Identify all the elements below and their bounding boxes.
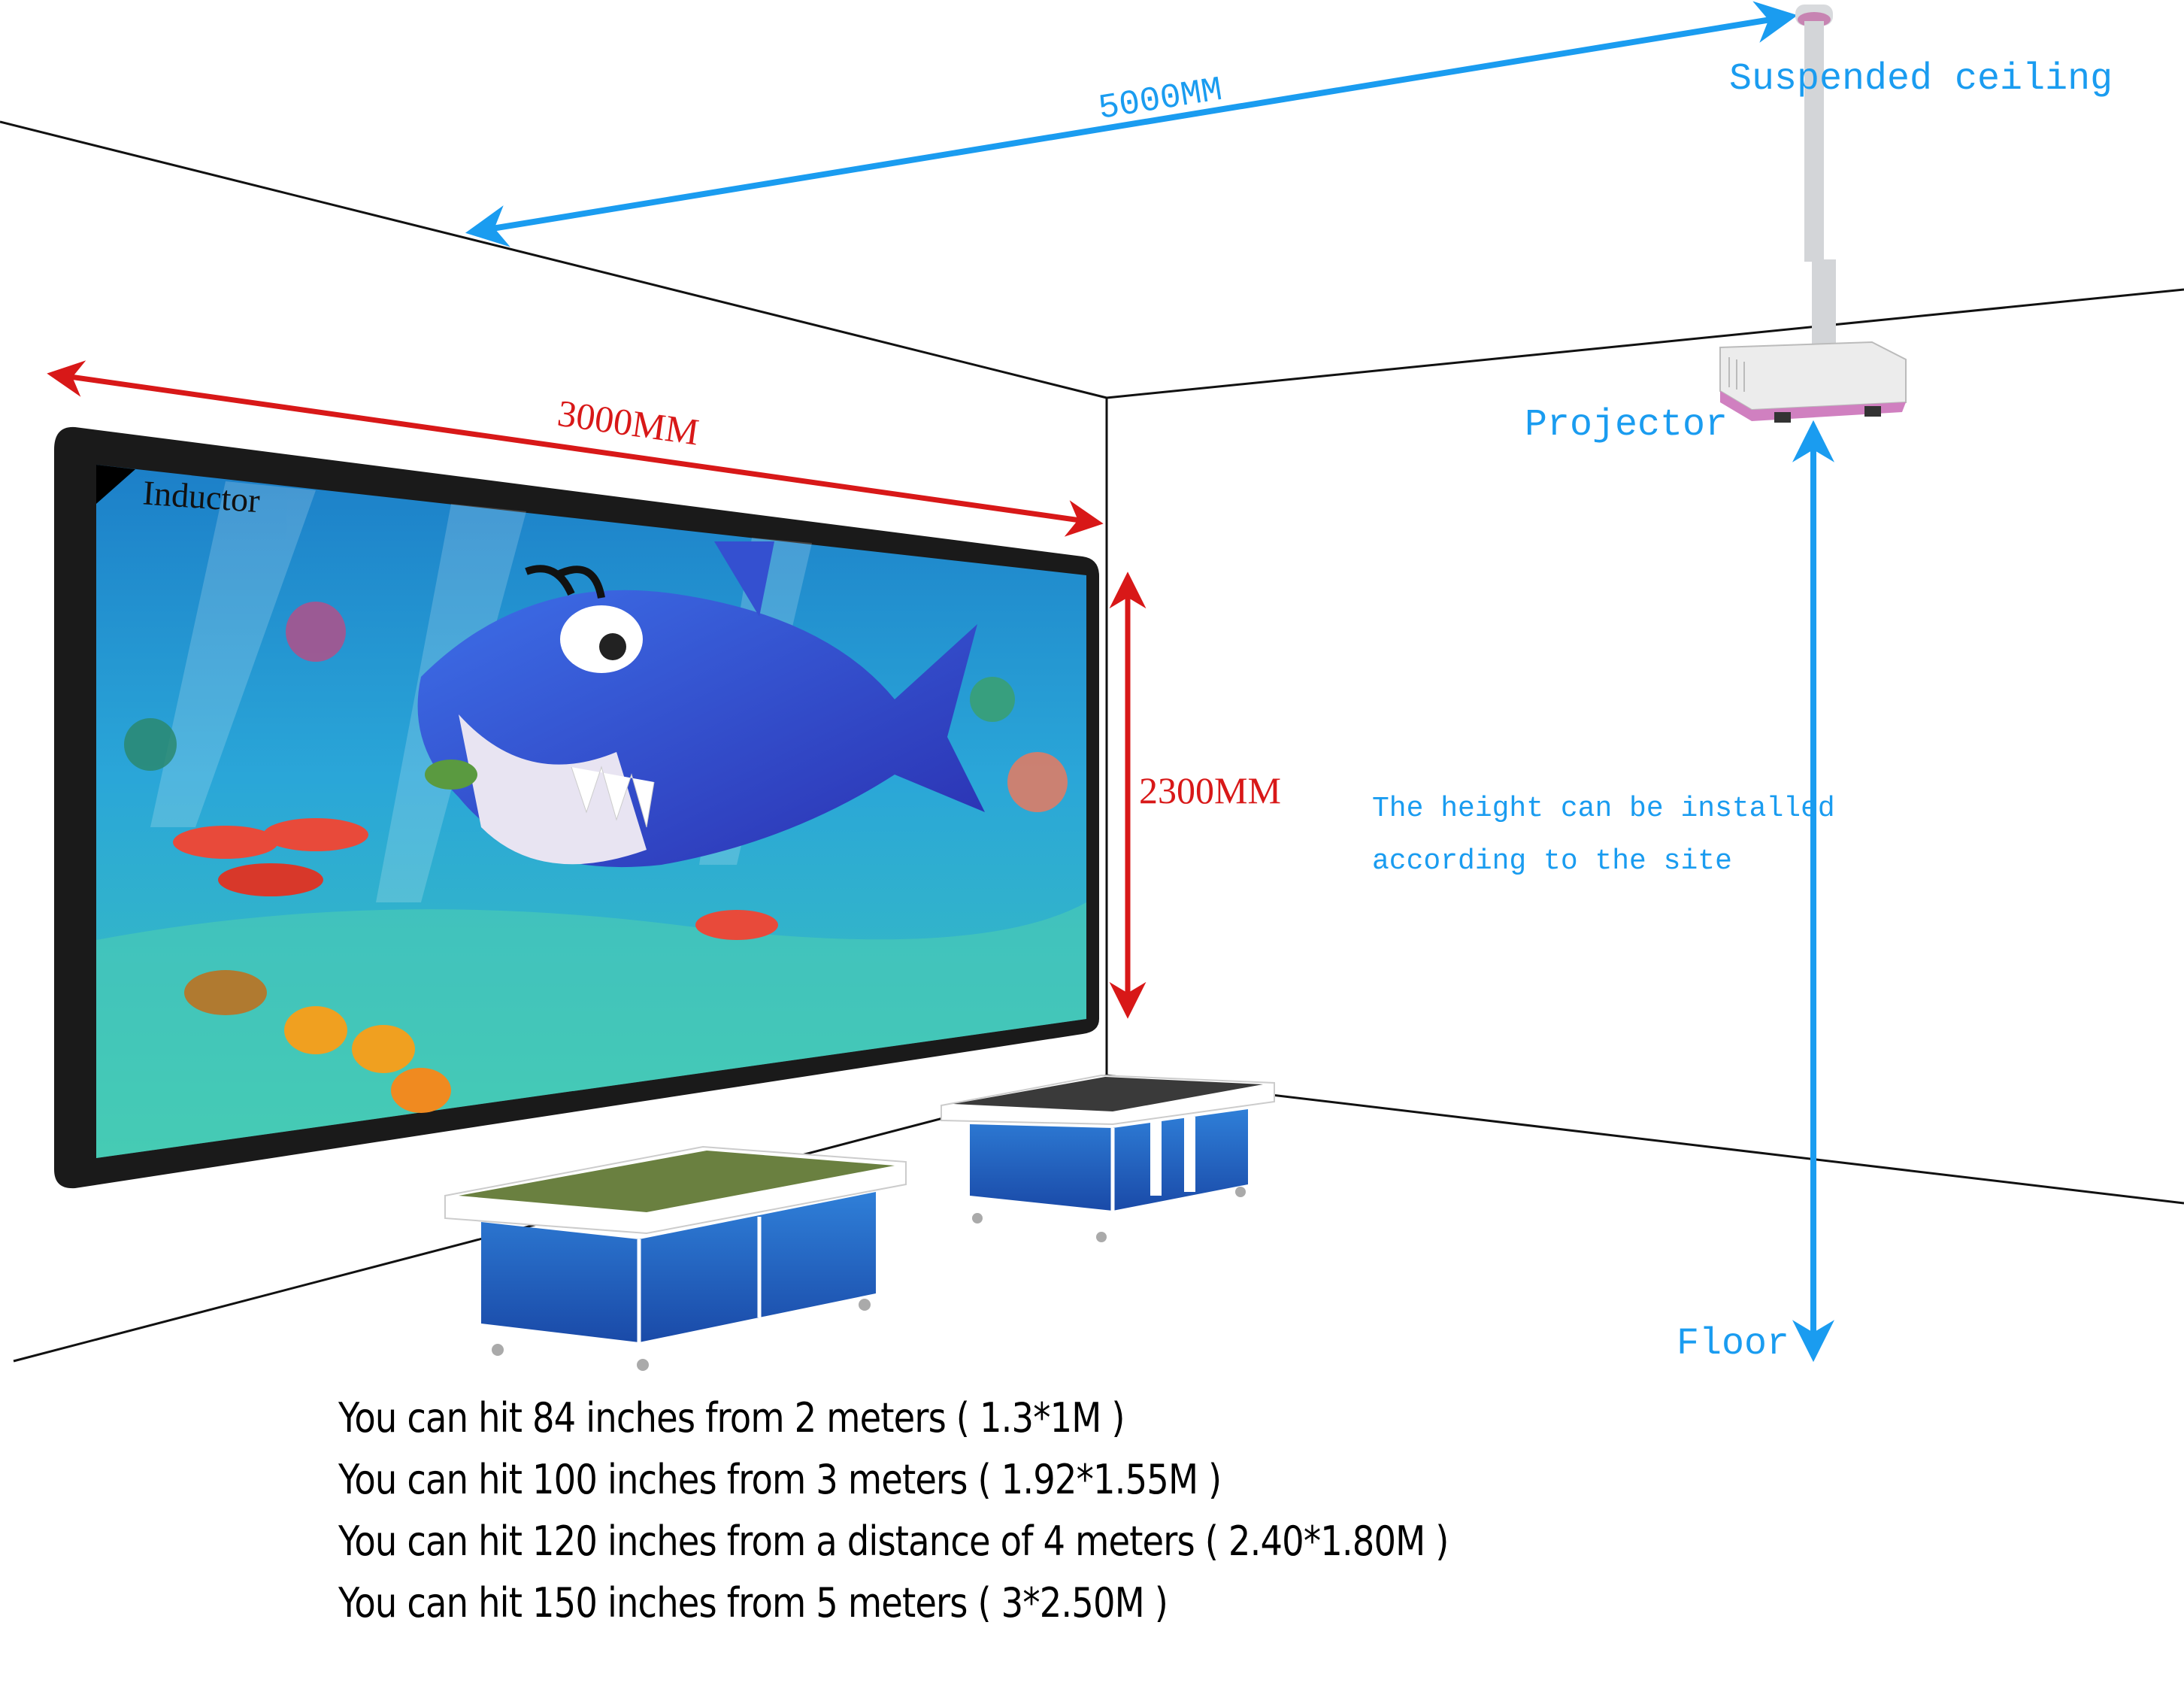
ceiling-distance-arrow [465, 1, 1798, 247]
height-note-line2: according to the site [1372, 845, 1732, 878]
coral-decor [124, 602, 1068, 812]
interactive-wall-screen [54, 426, 1099, 1189]
screen-width-label: 3000MM [555, 392, 701, 453]
fish-group [173, 760, 778, 1113]
suspended-ceiling-label: Suspended ceiling [1729, 58, 2113, 101]
screen-width-arrow [47, 360, 1104, 537]
interactive-table-left [444, 1145, 907, 1371]
spec-line: You can hit 120 inches from a distance o… [338, 1518, 1449, 1565]
inductor-label: Inductor [141, 473, 261, 520]
spec-line: You can hit 100 inches from 3 meters ( 1… [338, 1456, 1222, 1503]
screen-height-label: 2300MM [1139, 769, 1281, 811]
spec-line: You can hit 150 inches from 5 meters ( 3… [338, 1579, 1168, 1627]
ceiling-mount-pole [1795, 5, 1836, 350]
height-note-line1: The height can be installed [1372, 793, 1835, 825]
projection-specs-list: You can hit 84 inches from 2 meters ( 1.… [338, 1387, 1449, 1634]
interactive-table-right [941, 1074, 1275, 1242]
projector-icon [1719, 341, 1907, 423]
floor-label: Floor [1677, 1323, 1789, 1366]
projector-label: Projector [1525, 404, 1728, 447]
spec-line: You can hit 84 inches from 2 meters ( 1.… [338, 1394, 1125, 1442]
shark-character [417, 541, 985, 868]
